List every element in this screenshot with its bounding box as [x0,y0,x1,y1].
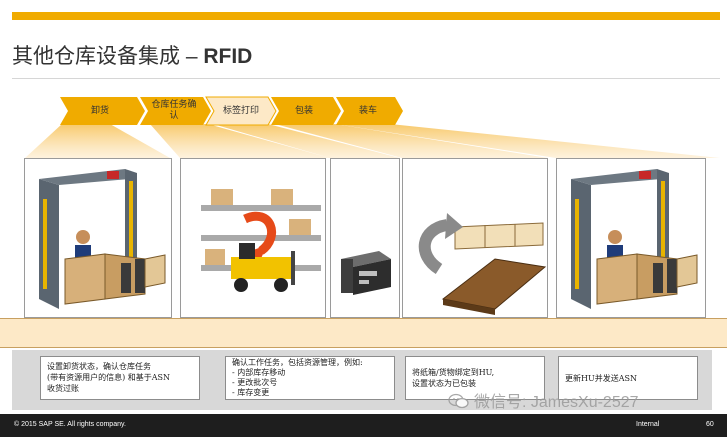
panel-unload [24,158,172,318]
label-printer-illustration [341,251,391,295]
description-line: 设置卸货状态，确认仓库任务 [47,362,151,371]
chevron-2 [140,97,211,125]
footer-bar: © 2015 SAP SE. All rights company. Inter… [0,414,727,437]
process-step-label-print: 标签打印 [222,105,259,116]
wechat-icon [448,393,469,409]
boxes-pallet-illustration [418,213,547,315]
description-line: (带有资源用户的信息) 和基于ASN [47,373,171,382]
description-line: - 内部库存移动 [232,368,286,377]
description-line: - 更改批次号 [232,378,278,387]
rfid-gate-illustration [39,169,166,309]
slide-title: 其他仓库设备集成 – RFID [12,40,252,70]
panel-load [556,158,706,318]
process-beam [0,318,727,348]
process-step-unload: 卸货 [90,105,109,116]
warehouse-forklift-illustration [201,189,321,292]
description-line: 设置状态为已包装 [412,379,476,388]
fan-2 [150,124,330,158]
classification-label: Internal [636,421,660,428]
panel-label-print [330,158,400,318]
description-line: - 库存变更 [232,388,270,397]
top-accent-bar [12,12,720,20]
title-bold: RFID [203,45,253,68]
panel-confirm-task [180,158,326,318]
watermark: 微信号: JamesXu-2527 [448,388,639,412]
page-number: 60 [706,421,714,428]
fan-1 [25,124,170,158]
chevron-5 [336,97,403,125]
description-unload: 设置卸货状态，确认仓库任务 (带有资源用户的信息) 和基于ASN 收货过账 [40,356,200,400]
title-prefix: 其他仓库设备集成 – [12,45,204,68]
description-load: 更新HU并发送ASN [558,356,698,400]
chevron-1 [60,97,145,125]
fan-4 [275,124,548,158]
copyright-text: © 2015 SAP SE. All rights company. [14,421,126,428]
description-line: 将纸箱/货物绑定到HU, [412,368,495,377]
description-line: 收货过账 [47,384,79,393]
process-step-confirm-task: 仓库任务确认 [151,100,197,121]
process-step-pack: 包装 [294,105,313,116]
process-step-load: 装车 [358,105,377,116]
description-line: 确认工作任务，包括资源管理，例如: [232,358,363,367]
description-confirm-task: 确认工作任务，包括资源管理，例如: - 内部库存移动 - 更改批次号 - 库存变… [225,356,395,400]
description-pack: 将纸箱/货物绑定到HU, 设置状态为已包装 [405,356,545,400]
watermark-text: 微信号: JamesXu-2527 [474,394,639,411]
rfid-gate-illustration-2 [571,169,698,309]
panel-pack [402,158,548,318]
fan-5 [335,124,720,158]
description-line: 更新HU并发送ASN [565,374,637,383]
fan-3 [213,124,400,158]
chevron-3 [205,96,277,126]
title-divider [12,78,720,79]
chevron-4 [271,97,341,125]
